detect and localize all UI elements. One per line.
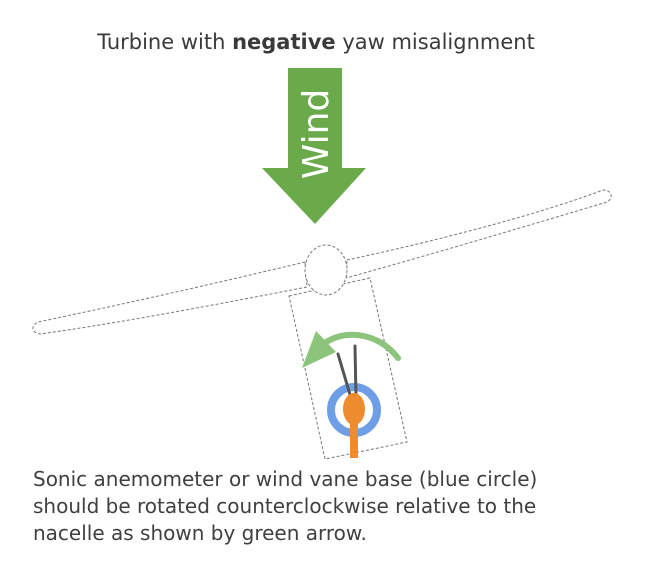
caption-line-2: should be rotated counterclockwise relat…: [33, 494, 537, 518]
rotation-arrow-arc: [323, 331, 401, 361]
wind-arrow: Wind: [262, 68, 366, 224]
vane-stem: [350, 418, 358, 458]
caption: Sonic anemometer or wind vane base (blue…: [33, 466, 643, 547]
caption-line-1: Sonic anemometer or wind vane base (blue…: [33, 467, 538, 491]
vane-arms: [336, 344, 358, 400]
blade-right: [345, 189, 612, 279]
rotation-arrow: [302, 331, 401, 368]
title-emphasis: negative: [232, 30, 336, 54]
wind-label: Wind: [296, 89, 337, 179]
caption-line-3: nacelle as shown by green arrow.: [33, 521, 367, 545]
hub: [304, 244, 348, 296]
rotor-blades: [32, 189, 612, 335]
wind-arrow-shape: [262, 68, 366, 224]
vane-arm-right: [353, 344, 358, 400]
rotation-arrow-head: [302, 331, 336, 368]
title-prefix: Turbine with: [97, 30, 233, 54]
vane-arm-left: [336, 352, 353, 400]
vane-body: [343, 393, 365, 425]
blade-left: [32, 261, 308, 335]
diagram-title: Turbine with negative yaw misalignment: [0, 30, 632, 54]
title-suffix: yaw misalignment: [335, 30, 535, 54]
